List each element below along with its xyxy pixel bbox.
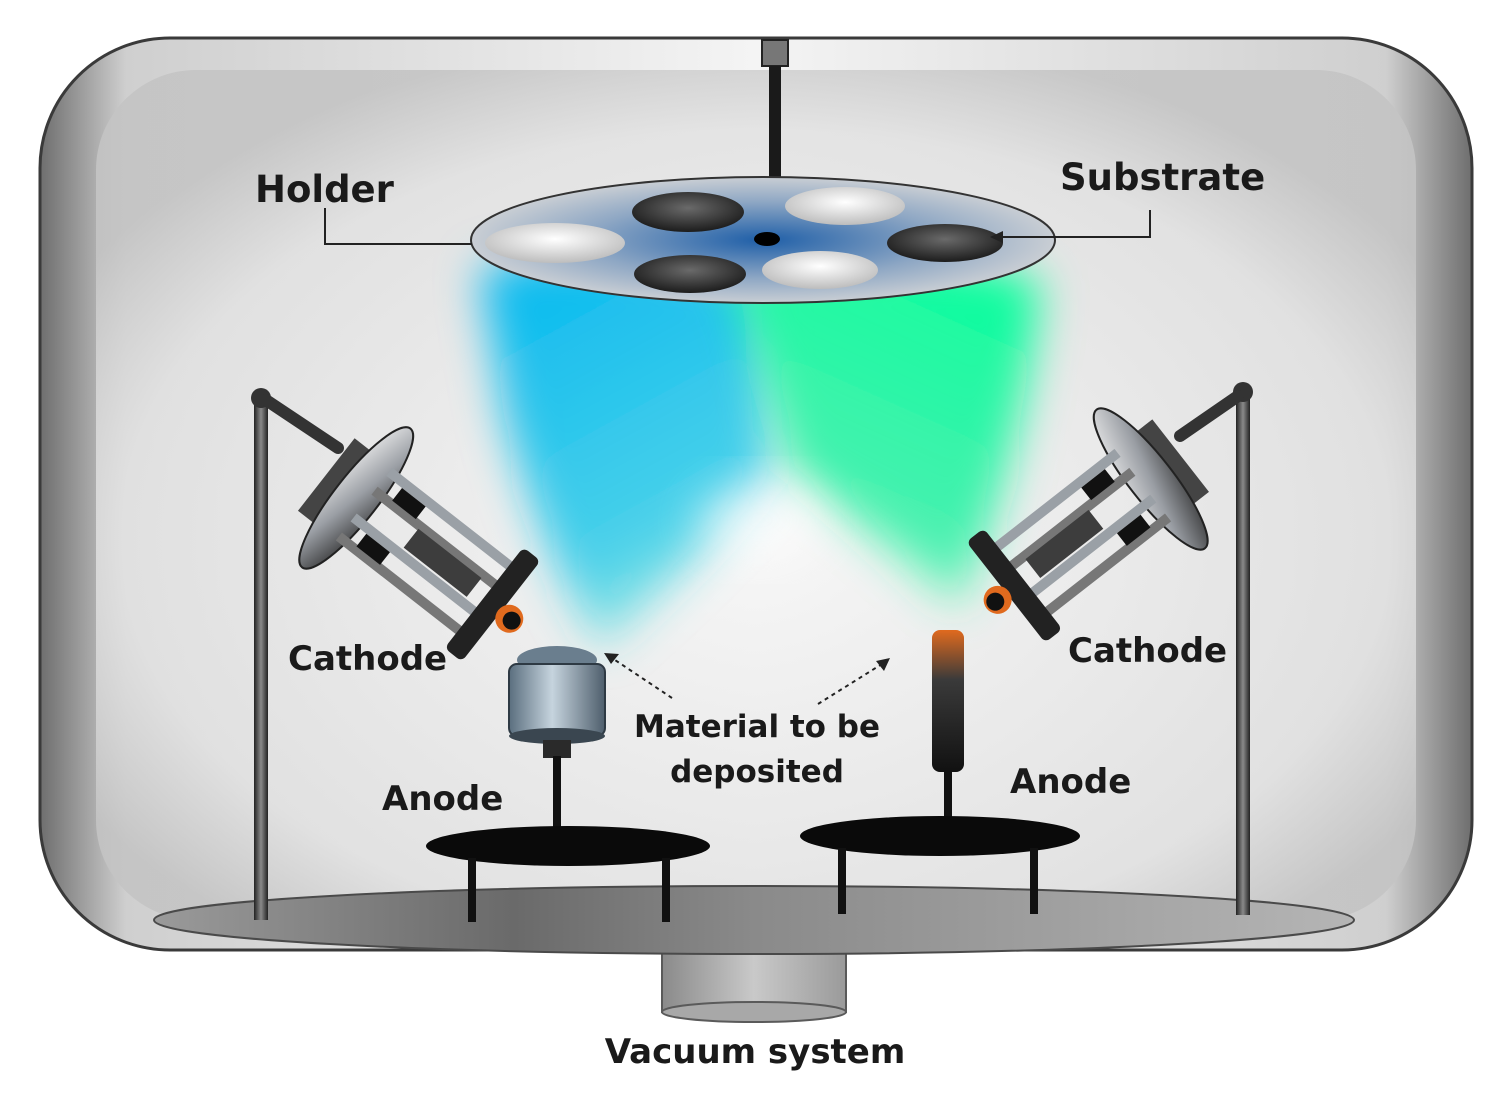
label-anode-right: Anode	[1010, 762, 1131, 802]
plume-right	[720, 252, 1040, 610]
target-right	[932, 630, 964, 842]
support-pole-left	[251, 388, 344, 920]
support-pole-right	[1174, 382, 1253, 915]
substrate-holder	[470, 176, 1056, 304]
label-material-line2: deposited	[670, 754, 844, 790]
label-leaders	[324, 208, 1151, 705]
substrate-wafer	[632, 192, 744, 232]
substrate-wafer	[634, 255, 746, 293]
substrate-wafer	[762, 251, 878, 289]
plume-left	[480, 252, 770, 650]
label-material-line1: Material to be	[634, 709, 880, 745]
cathode-right	[968, 407, 1209, 641]
substrate-wafer	[887, 224, 1003, 262]
label-substrate: Substrate	[1060, 156, 1265, 199]
substrate-wafer	[785, 187, 905, 225]
anode-right	[800, 816, 1080, 914]
plasma-plumes	[480, 252, 1040, 650]
label-anode-left: Anode	[382, 779, 503, 819]
substrate-wafer	[485, 223, 625, 263]
label-vacuum-system: Vacuum system	[605, 1032, 906, 1072]
cathode-left	[297, 426, 539, 660]
label-cathode-right: Cathode	[1068, 631, 1227, 671]
label-holder: Holder	[255, 168, 395, 211]
label-cathode-left: Cathode	[288, 639, 447, 679]
target-left	[508, 646, 606, 846]
anode-left	[426, 826, 710, 922]
chamber-floor	[153, 885, 1355, 955]
holder-rod	[761, 39, 789, 190]
